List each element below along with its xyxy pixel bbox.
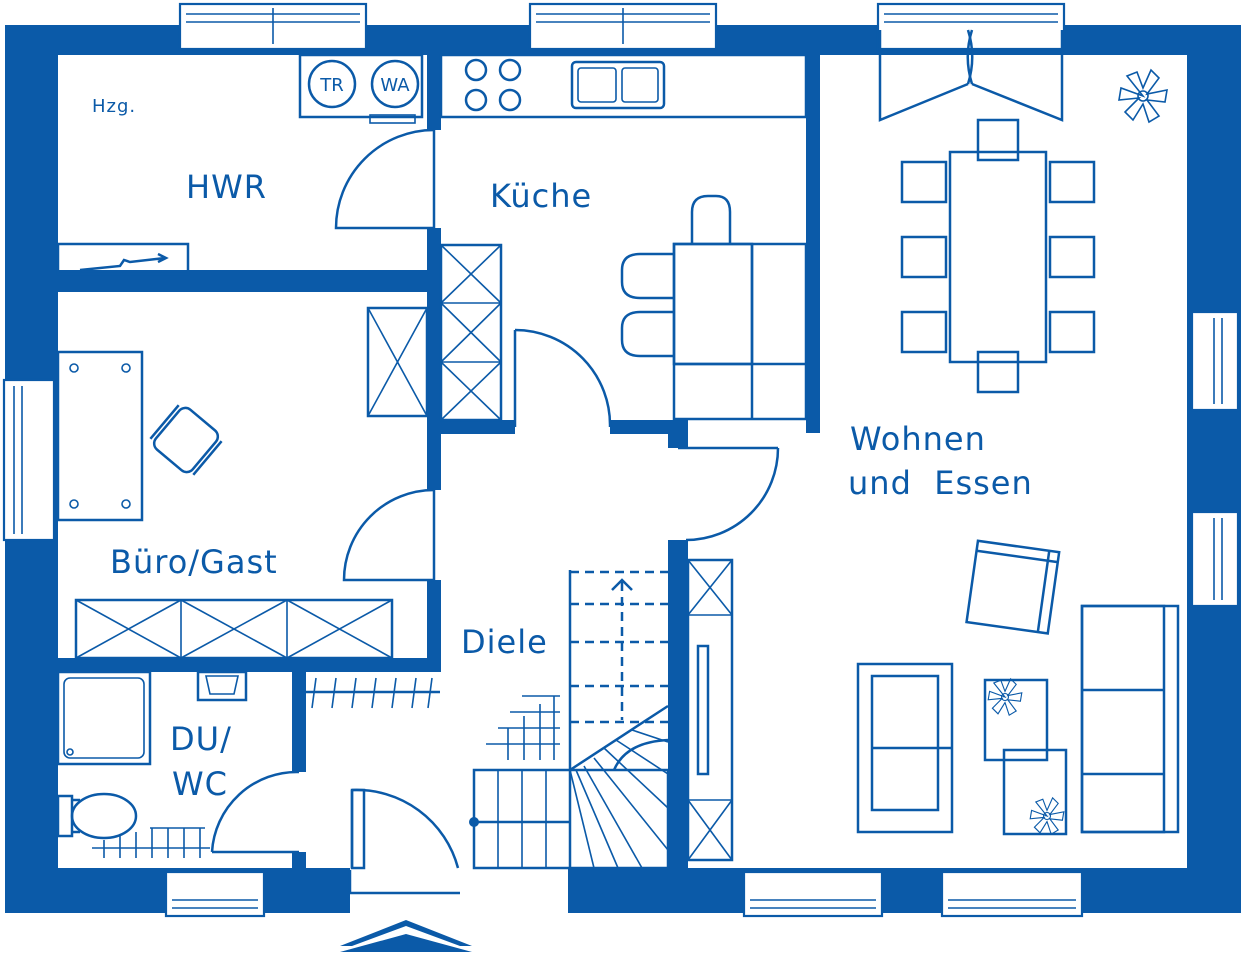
staircase-icon xyxy=(469,570,670,870)
room-label-essen: und Essen xyxy=(848,464,1033,502)
interior-walls xyxy=(58,55,820,869)
kitchen-furniture xyxy=(439,53,808,422)
plant-icon xyxy=(987,677,1023,717)
plant-icon xyxy=(1118,68,1168,124)
doors xyxy=(210,29,1064,870)
plant-icon xyxy=(1029,796,1065,836)
hallway-furniture xyxy=(306,558,734,862)
entrance-arrow-icon xyxy=(340,920,472,952)
living-dining-furniture xyxy=(856,68,1180,836)
hwr-furniture xyxy=(56,53,424,276)
office-furniture xyxy=(56,306,429,660)
room-label-wohnen: Wohnen xyxy=(850,420,986,458)
room-label-buero: Büro/Gast xyxy=(110,543,278,581)
room-label-kueche: Küche xyxy=(490,177,592,215)
windows xyxy=(2,2,1240,918)
room-label-hwr: HWR xyxy=(186,168,267,206)
dryer-label: TR xyxy=(319,75,344,96)
washer-label: WA xyxy=(380,75,410,96)
room-label-diele: Diele xyxy=(461,623,548,661)
bathroom-furniture xyxy=(56,670,248,858)
room-label-wc: WC xyxy=(172,765,228,803)
room-label-du: DU/ xyxy=(170,720,232,758)
heating-label: Hzg. xyxy=(92,96,136,117)
